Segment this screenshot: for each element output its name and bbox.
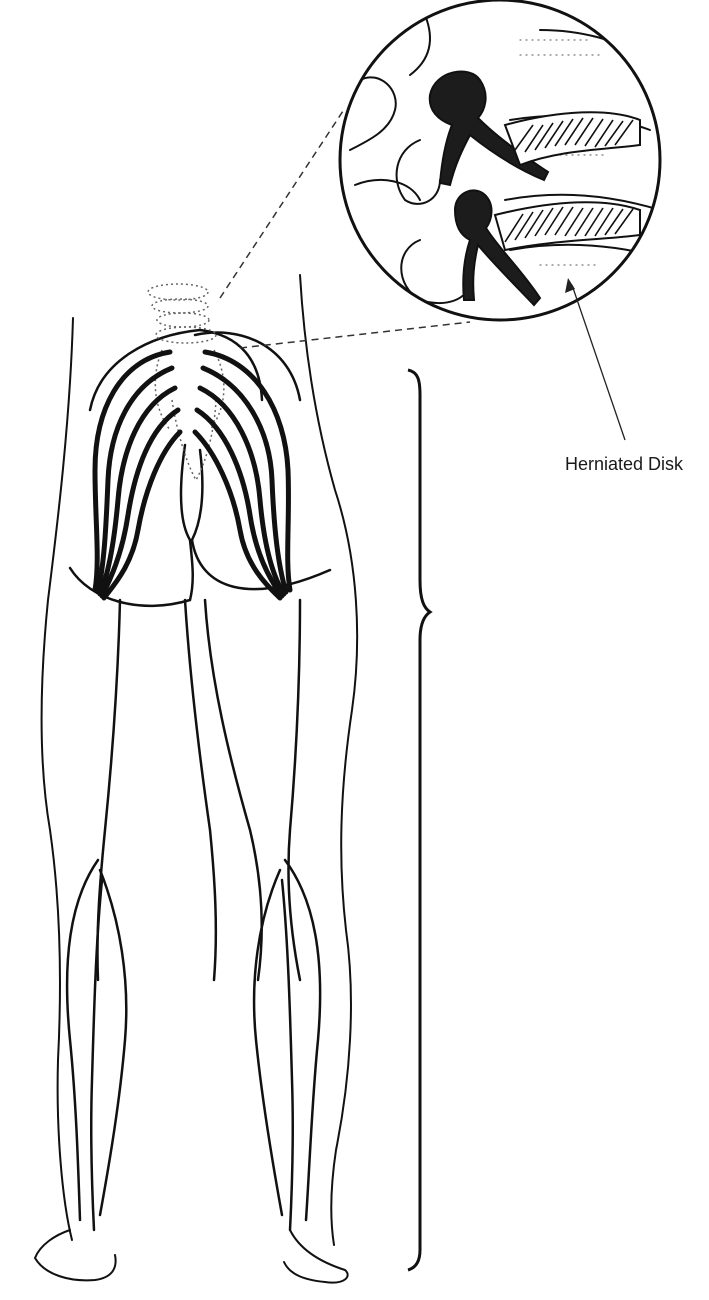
body-outline [42, 275, 358, 1245]
magnified-spine-inset [340, 0, 670, 320]
herniated-disk-annotation: Herniated Disk [565, 278, 684, 474]
annotation-arrow-line [572, 285, 625, 440]
herniated-disk-label: Herniated Disk [565, 454, 684, 474]
bracket [408, 370, 430, 1270]
leg-nerves [67, 600, 320, 1230]
feet [35, 1230, 348, 1283]
